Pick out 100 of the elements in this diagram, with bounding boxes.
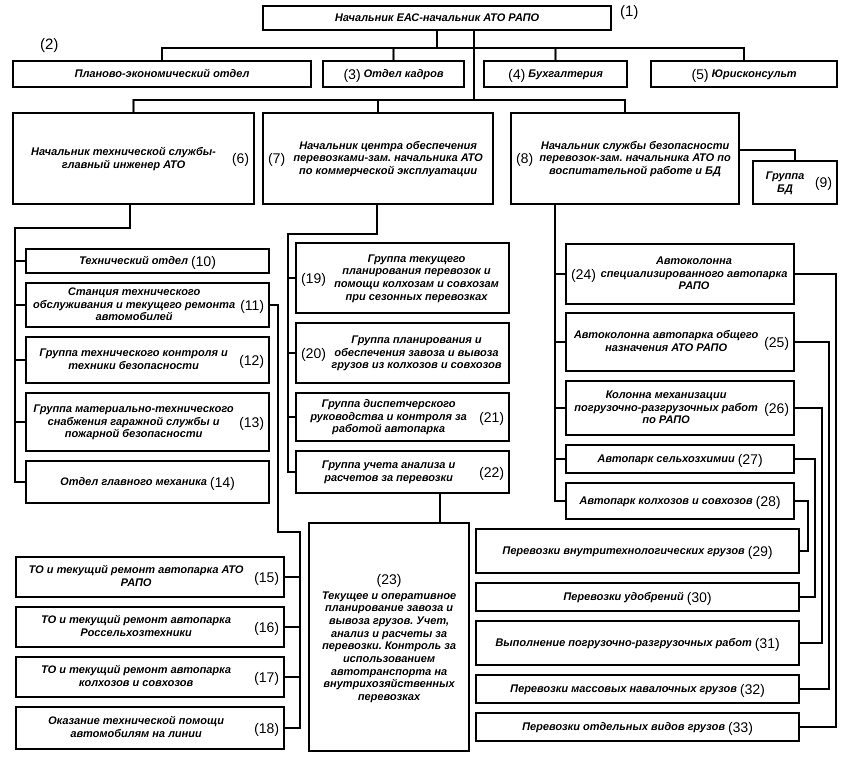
callout-number: (5) [691, 66, 709, 82]
org-unit-box [510, 112, 740, 205]
connector-line [439, 494, 441, 522]
org-unit-box [308, 522, 470, 752]
unit-name: Выполнение погрузочно-разгрузочных работ [495, 636, 752, 650]
callout-number: (27) [738, 450, 763, 468]
connector-line [795, 500, 809, 552]
callout-number: (17) [254, 668, 279, 686]
unit-name: Автоколонна специализированного автопарка РАПО [600, 255, 788, 293]
callout-number: (16) [254, 618, 279, 636]
callout-number: (3) [344, 66, 361, 82]
connector-line [795, 273, 837, 728]
org-unit-box [475, 674, 800, 704]
unit-name: Текущее и оперативное планирование завоза и вывоза грузов. Учет, анализ и расчеты за перевозки. Контроль за использованием автотранспорта на внутрихозяйственных перевозках [320, 590, 458, 704]
unit-name: Перевозки внутритехнологических грузов [502, 544, 745, 558]
org-unit-box [25, 392, 270, 452]
org-unit-box [322, 60, 465, 88]
org-unit-box [15, 656, 285, 698]
org-unit-box [262, 112, 494, 205]
callout-number: (22) [479, 464, 504, 480]
connector-line [287, 205, 378, 473]
org-unit-box [475, 528, 800, 574]
unit-name: ТО и текущий ремонт автопарка АТО РАПО [28, 564, 244, 590]
connector-line [795, 341, 830, 690]
unit-name: Колонна механизации погрузочно-разгрузочных работ по РАПО [573, 389, 759, 427]
unit-name: Технический отдел [79, 254, 188, 268]
org-unit-box [295, 392, 510, 442]
callout-number: (12) [239, 352, 264, 368]
org-unit-box [752, 160, 838, 205]
org-unit-box [565, 243, 795, 305]
org-unit-box [25, 248, 270, 274]
callout-number: (29) [748, 542, 773, 560]
unit-name: Перевозки удобрений [563, 590, 684, 604]
callout-number: (33) [728, 718, 753, 736]
callout-number: (8) [516, 150, 534, 167]
org-unit-box [475, 620, 800, 666]
connector-line [795, 458, 816, 598]
org-unit-box [295, 450, 510, 494]
unit-name: Начальник ЕАС-начальник АТО РАПО [334, 12, 540, 24]
unit-name: Перевозки массовых навалочных грузов [510, 682, 737, 696]
connector-line [795, 407, 823, 644]
org-unit-box [25, 460, 270, 504]
unit-name: Начальник службы безопасности перевозок-зам. начальника АТО по воспитательной работе и БД [538, 140, 732, 178]
callout-number: (4) [508, 66, 526, 82]
org-unit-box [295, 242, 510, 314]
org-unit-box [25, 336, 270, 384]
unit-name: Юрисконсульт [712, 68, 797, 80]
unit-name: Оказание технической помощи автомобилям на линии [47, 715, 225, 741]
callout-number: (30) [686, 588, 712, 606]
unit-name: Перевозки отдельных видов грузов [522, 720, 725, 734]
unit-name: Автопарк колхозов и совхозов [579, 494, 753, 508]
callout-number: (6) [232, 150, 249, 167]
connector-line [740, 149, 796, 160]
unit-name: Станция технического обслуживания и текущего ремонта автомобилей [32, 286, 236, 324]
callout-number: (15) [254, 568, 279, 586]
connector-line [473, 31, 626, 112]
callout-number: (1) [620, 3, 638, 20]
callout-number: (32) [740, 680, 765, 698]
org-unit-box [295, 322, 510, 384]
unit-name: Начальник технической службы-главный инженер АТО [30, 146, 217, 172]
unit-name: Группа материально-технического снабжения гаражной службы и пожарной безопасности [32, 403, 235, 441]
unit-name: Отдел кадров [364, 68, 444, 80]
callout-number: (11) [240, 296, 264, 314]
callout-number: (10) [190, 252, 216, 270]
org-unit-box [565, 312, 795, 372]
unit-name: Автопарк сельхозхимии [597, 452, 735, 466]
connector-line [14, 205, 131, 483]
org-unit-box [262, 5, 612, 31]
org-unit-box [475, 582, 800, 612]
unit-name: Группа технического контроля и техники безопасности [38, 347, 229, 373]
unit-name: Группа БД [764, 170, 806, 196]
callout-number: (25) [764, 334, 789, 350]
callout-number: (18) [254, 720, 279, 736]
unit-name: ТО и текущий ремонт автопарка Россельхозтехники [40, 614, 232, 640]
org-unit-box [650, 60, 838, 88]
callout-number: (26) [764, 400, 789, 416]
unit-name: Бухгалтерия [528, 68, 603, 80]
unit-name: ТО и текущий ремонт автопарка колхозов и совхозов [40, 664, 232, 690]
callout-number: (7) [268, 150, 286, 167]
org-unit-box [565, 380, 795, 436]
org-unit-box [12, 60, 312, 88]
callout-number: (24) [571, 266, 596, 282]
unit-name: Начальник центра обеспечения перевозками-зам. начальника АТО по коммерческой эксплуатации [292, 140, 484, 178]
callout-number: (20) [301, 344, 326, 362]
org-unit-box [475, 712, 800, 742]
org-unit-box [483, 60, 628, 88]
unit-name: Отдел главного механика [60, 476, 207, 488]
unit-name: Автоколонна автопарка общего назначения АТО РАПО [572, 329, 760, 355]
callout-number: (28) [756, 492, 781, 510]
org-unit-box [15, 606, 285, 648]
unit-name: Группа планирования и обеспечения завоза и вывоза грузов из колхозов и совхозов [330, 334, 502, 372]
org-unit-box [565, 482, 795, 520]
callout-number: (19) [301, 270, 326, 286]
org-unit-box [15, 706, 285, 750]
callout-number: (31) [754, 634, 780, 652]
callout-number: (23) [376, 570, 402, 587]
unit-name: Группа диспетчерского руководства и контроля за работой автопарка [309, 398, 468, 436]
unit-name: Группа текущего планирования перевозок и помощи колхозам и совхозам при сезонных перевозках [333, 252, 500, 304]
org-unit-box [565, 444, 795, 474]
unit-name: Планово-экономический отдел [74, 68, 250, 80]
